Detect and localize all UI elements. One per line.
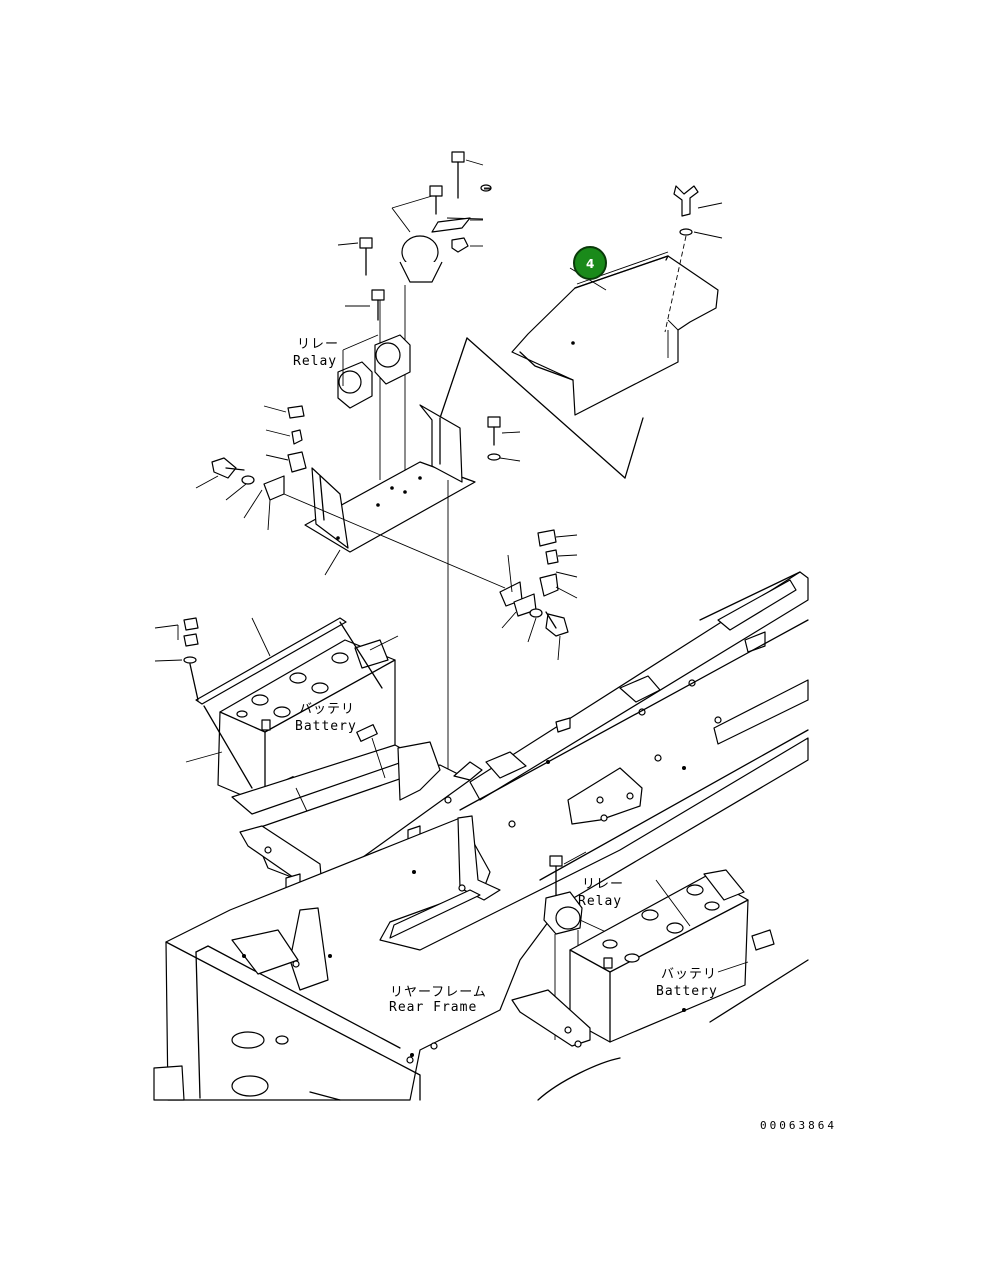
relays-pair xyxy=(337,334,411,409)
battery-left-label-en: Battery xyxy=(295,719,357,734)
battery-right-label-jp: バッテリ xyxy=(661,967,717,982)
rear-frame xyxy=(153,571,809,1101)
bottom-battery xyxy=(511,869,775,1048)
callout-circle xyxy=(573,246,607,280)
relay-mounting-bracket xyxy=(304,404,476,576)
battery-left-label-jp: バッテリ xyxy=(299,702,355,717)
battery-base-bracket xyxy=(239,741,483,893)
relay-top-label-en: Relay xyxy=(293,354,337,369)
left-battery xyxy=(154,617,409,823)
relay-bolt-left xyxy=(345,289,385,321)
left-small-parts xyxy=(195,405,506,589)
relay-bottom-label-jp: リレー xyxy=(582,877,624,892)
relay-bottom-label-en: Relay xyxy=(578,894,622,909)
top-bolts xyxy=(337,151,492,480)
drawing-code: 00063864 xyxy=(760,1119,837,1132)
battery-cover-plate xyxy=(511,235,719,416)
rear-frame-label-en: Rear Frame xyxy=(389,1000,477,1015)
callout-4[interactable]: 4 xyxy=(569,246,607,291)
bracket-bolts-right xyxy=(487,416,521,462)
rear-frame-label-jp: リヤーフレーム xyxy=(390,985,487,1000)
relay-top-label-jp: リレー xyxy=(297,337,339,352)
wing-bolt xyxy=(673,185,723,239)
battery-right-label-en: Battery xyxy=(656,984,718,999)
callout-number: 4 xyxy=(586,257,594,271)
right-small-parts xyxy=(499,529,578,661)
